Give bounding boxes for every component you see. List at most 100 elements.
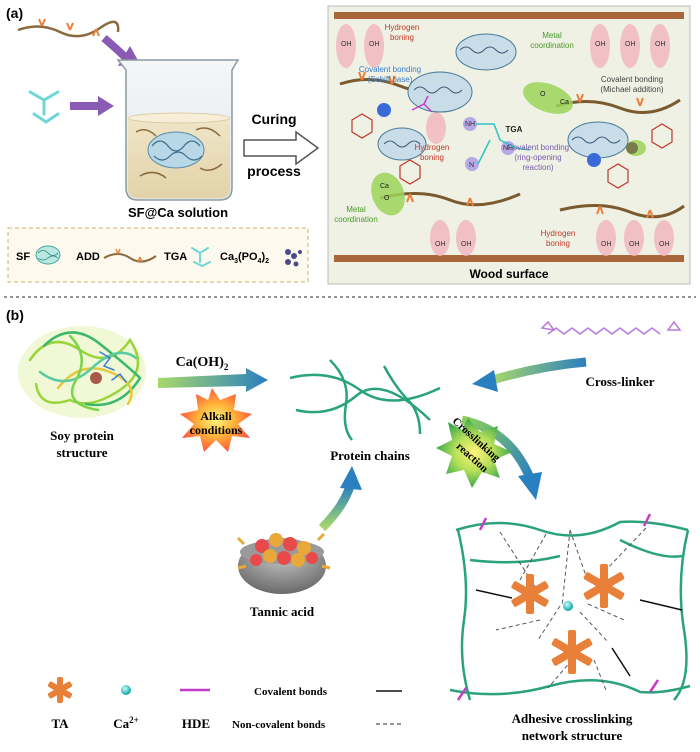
legend-sf-label: SF: [16, 251, 30, 263]
sf-protein-clusters: [377, 33, 629, 161]
alkali-text-2: conditions: [190, 423, 243, 437]
sf-icon: [35, 245, 61, 265]
add-chain-icon: [17, 18, 120, 38]
adhesive-network: [449, 513, 691, 701]
add-side-groups: [358, 71, 654, 219]
amine-labels: NH NH N: [465, 121, 513, 169]
legend-noncovalent-label: Non-covalent bonds: [232, 719, 326, 731]
add-icon: [103, 248, 157, 263]
caoh2-label: Ca(OH)2: [176, 355, 229, 372]
protein-chains-caption: Protein chains: [330, 448, 410, 463]
schiff-base-lines: [411, 95, 433, 113]
legend-tga-label: TGA: [164, 251, 187, 263]
svg-text:OH: OH: [461, 241, 472, 248]
svg-text:OH: OH: [595, 41, 606, 48]
panel-a-scheme-labels: Hydrogen boning Metal coordination Coval…: [334, 23, 664, 248]
tga-arrow: [70, 96, 114, 116]
hydrogen-bond-blobs-bottom: [430, 220, 674, 256]
svg-text:O: O: [384, 195, 390, 202]
svg-text:OH: OH: [655, 41, 666, 48]
tannic-acid-bowl-image: [236, 532, 331, 594]
svg-text:(ring-opening: (ring-opening: [514, 153, 561, 162]
svg-text:OH: OH: [625, 41, 636, 48]
svg-text:O: O: [540, 91, 546, 98]
svg-text:OH: OH: [659, 241, 670, 248]
svg-text:(Michael addition): (Michael addition): [600, 85, 663, 94]
crosslinking-burst: [436, 418, 512, 488]
svg-text:OH: OH: [369, 41, 380, 48]
protein-cluster-icon: [135, 127, 223, 179]
ta-stars: [511, 564, 625, 674]
metal-coordination-blobs: [371, 82, 646, 216]
curing-arrow: [243, 130, 320, 166]
svg-text:Metal: Metal: [346, 205, 366, 214]
svg-text:Ca: Ca: [380, 183, 389, 190]
panel-a-label: (a): [6, 5, 23, 21]
svg-text:Ca: Ca: [560, 99, 569, 106]
svg-text:boning: boning: [546, 239, 570, 248]
beaker-caption: SF@Ca solution: [128, 205, 228, 220]
cross-linker-caption: Cross-linker: [585, 374, 654, 389]
svg-text:(Schiff base): (Schiff base): [368, 75, 413, 84]
tga-molecule-icon: [28, 90, 60, 124]
network-caption-1: Adhesive crosslinking: [512, 711, 633, 726]
panel-b-label: (b): [6, 307, 24, 323]
caoh2-arrow: [158, 368, 268, 392]
legend-covalent-label: Covalent bonds: [254, 686, 328, 698]
network-caption-2: network structure: [522, 728, 623, 743]
cross-linker-molecule: [540, 320, 682, 335]
svg-text:Covalent bonding: Covalent bonding: [601, 75, 663, 84]
svg-text:OH: OH: [435, 241, 446, 248]
reaction-site-markers: [377, 103, 638, 171]
legend-ca-label: Ca2+: [113, 715, 139, 731]
beaker: [116, 59, 240, 201]
catechol-rings: [351, 113, 673, 189]
svg-text:OH: OH: [629, 241, 640, 248]
wood-surface-top: [334, 12, 684, 19]
svg-text:TGA: TGA: [506, 125, 523, 134]
hydrogen-bond-blobs-top: [336, 24, 670, 144]
ca-ion-dot: [563, 601, 573, 611]
protein-chains: [289, 359, 441, 441]
legend-ca3po4-label: Ca3(PO4)2: [220, 251, 269, 265]
network-chains: [449, 520, 691, 701]
legend-box-a: SF ADD TGA Ca3(PO4)2: [7, 227, 309, 283]
svg-text:OH: OH: [341, 41, 352, 48]
svg-text:coordination: coordination: [334, 215, 378, 224]
svg-text:Covalent bonding: Covalent bonding: [359, 65, 421, 74]
svg-text:boning: boning: [390, 33, 414, 42]
legend-ca-icon: [121, 685, 131, 695]
alkali-text-1: Alkali: [200, 409, 232, 423]
tannic-acid-arrow: [318, 466, 362, 532]
soy-protein-structure-image: [18, 326, 146, 418]
svg-text:NH: NH: [503, 145, 513, 152]
svg-text:OH: OH: [601, 241, 612, 248]
legend-add-label: ADD: [76, 251, 100, 263]
svg-text:Hydrogen: Hydrogen: [385, 23, 420, 32]
svg-text:Hydrogen: Hydrogen: [415, 143, 450, 152]
wood-interface-scheme: OH OH OH OH OH OH OH OH OH OH: [327, 5, 691, 285]
svg-text:coordination: coordination: [530, 41, 574, 50]
ca3po4-icon: [285, 249, 302, 267]
legend-ta-label: TA: [51, 716, 69, 731]
svg-text:boning: boning: [420, 153, 444, 162]
soy-caption-1: Soy protein: [50, 428, 114, 443]
wood-surface-bottom: [334, 255, 684, 262]
cross-linker-arrow: [472, 357, 587, 392]
soy-caption-2: structure: [56, 445, 107, 460]
legend-ta-icon: [47, 677, 73, 703]
tga-linker-lines: [476, 123, 531, 165]
process-text: process: [247, 163, 301, 179]
covalent-bond-lines: [475, 589, 683, 677]
svg-text:reaction): reaction): [522, 163, 553, 172]
svg-text:NH: NH: [465, 121, 475, 128]
tga-icon: [191, 247, 211, 268]
hde-crosslinks: [456, 513, 660, 701]
wood-surface-caption: Wood surface: [469, 267, 548, 281]
ca-labels: Ca Ca O O: [380, 91, 569, 202]
svg-text:N: N: [469, 162, 474, 169]
svg-text:Metal: Metal: [542, 31, 562, 40]
svg-text:Hydrogen: Hydrogen: [541, 229, 576, 238]
